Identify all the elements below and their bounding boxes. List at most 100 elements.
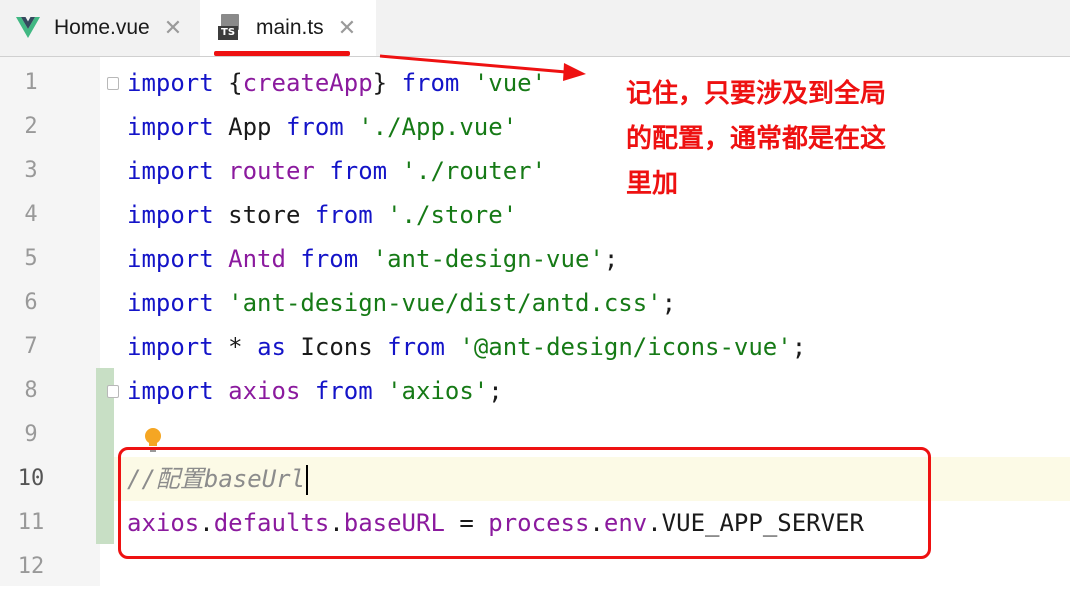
code-token [373, 377, 387, 405]
code-token [387, 157, 401, 185]
line-number: 10 [17, 466, 45, 491]
code-token: import [127, 377, 214, 405]
code-token: from [329, 157, 388, 185]
code-token: './router' [401, 157, 547, 185]
code-token: baseURL [343, 509, 445, 537]
code-token: from [387, 333, 445, 361]
code-token: axios [228, 377, 301, 405]
code-token: App [213, 113, 286, 141]
code-token: import [127, 113, 214, 141]
code-token: Antd [228, 245, 286, 273]
tab-label: main.ts [256, 16, 324, 39]
line-number: 2 [24, 114, 38, 139]
code-token: './store' [387, 201, 518, 229]
line-number: 1 [24, 70, 38, 95]
code-token: = [444, 509, 489, 537]
line-number-gutter [0, 57, 114, 586]
code-token [373, 201, 387, 229]
code-token: from [401, 69, 460, 97]
fold-marker[interactable] [107, 385, 119, 398]
code-token: defaults [213, 509, 330, 537]
code-token: . [329, 509, 344, 537]
code-token: Icons [285, 333, 388, 361]
typescript-icon: TS [218, 14, 244, 42]
annotation-callout: 记住，只要涉及到全局 的配置，通常都是在这 里加 [626, 72, 926, 207]
code-token: import [127, 289, 214, 317]
code-token: './App.vue' [358, 113, 518, 141]
code-line[interactable]: import * as Icons from '@ant-design/icon… [127, 325, 806, 369]
callout-line: 记住，只要涉及到全局 [626, 79, 887, 109]
code-token: from [314, 201, 373, 229]
code-token: env [603, 509, 648, 537]
code-line[interactable]: axios.defaults.baseURL = process.env.VUE… [127, 501, 864, 545]
code-token [300, 377, 314, 405]
code-token [214, 289, 228, 317]
code-token: import [127, 201, 214, 229]
code-token: ; [661, 289, 677, 317]
code-token [459, 69, 473, 97]
line-number: 4 [24, 202, 38, 227]
code-line[interactable]: import 'ant-design-vue/dist/antd.css'; [127, 281, 676, 325]
code-token: 'vue' [473, 69, 547, 97]
code-line[interactable]: import {createApp} from 'vue' [127, 61, 546, 105]
tab-label: Home.vue [54, 16, 150, 39]
code-token: 'ant-design-vue/dist/antd.css' [228, 289, 662, 317]
close-icon[interactable]: ✕ [163, 15, 183, 40]
code-line[interactable]: import axios from 'axios'; [127, 369, 503, 413]
line-number: 7 [24, 334, 38, 359]
code-token [315, 157, 329, 185]
code-line[interactable]: //配置baseUrl [127, 457, 309, 501]
code-token: . [589, 509, 604, 537]
callout-line: 的配置，通常都是在这 [626, 124, 887, 154]
vue-icon [16, 17, 40, 38]
fold-marker[interactable] [107, 77, 119, 90]
annotation-highlight-box [118, 447, 931, 559]
code-token: //配置baseUrl [127, 465, 306, 493]
code-token: axios [127, 509, 200, 537]
code-token: 'ant-design-vue' [372, 245, 604, 273]
code-token: import [127, 69, 214, 97]
code-token: .VUE_APP_SERVER [647, 509, 864, 537]
code-token: ; [603, 245, 619, 273]
editor-tab-bar: Home.vue ✕ TS main.ts ✕ [0, 0, 1070, 57]
code-token: ; [791, 333, 807, 361]
typescript-icon-label: TS [218, 26, 239, 40]
vcs-change-marker[interactable] [96, 368, 114, 544]
code-token: store [213, 201, 315, 229]
close-icon[interactable]: ✕ [337, 15, 357, 40]
tab-home-vue[interactable]: Home.vue ✕ [0, 0, 200, 56]
line-number: 6 [24, 290, 38, 315]
line-number: 9 [24, 422, 38, 447]
code-line[interactable]: import store from './store' [127, 193, 517, 237]
line-number: 3 [24, 158, 38, 183]
code-token: from [300, 245, 359, 273]
tab-main-ts[interactable]: TS main.ts ✕ [200, 0, 376, 56]
code-token: import [127, 333, 214, 361]
text-caret [306, 465, 309, 495]
code-token [214, 157, 228, 185]
callout-line: 里加 [626, 169, 679, 199]
code-token [358, 245, 372, 273]
code-token: '@ant-design/icons-vue' [459, 333, 792, 361]
code-token: process [488, 509, 590, 537]
code-token: import [127, 157, 214, 185]
code-token [445, 333, 459, 361]
code-token: { [213, 69, 243, 97]
current-line-highlight [0, 457, 1070, 501]
code-line[interactable]: import router from './router' [127, 149, 546, 193]
code-token: } [372, 69, 402, 97]
code-token: from [285, 113, 344, 141]
line-number: 8 [24, 378, 38, 403]
line-number: 11 [17, 510, 45, 535]
code-token [214, 377, 228, 405]
code-token: router [228, 157, 315, 185]
code-line[interactable]: import Antd from 'ant-design-vue'; [127, 237, 618, 281]
code-token: * [213, 333, 258, 361]
annotation-underline [214, 51, 350, 56]
code-token: 'axios' [387, 377, 489, 405]
code-token: createApp [242, 69, 373, 97]
code-line[interactable]: import App from './App.vue' [127, 105, 517, 149]
code-token: . [199, 509, 214, 537]
code-token [344, 113, 358, 141]
code-token: from [314, 377, 373, 405]
